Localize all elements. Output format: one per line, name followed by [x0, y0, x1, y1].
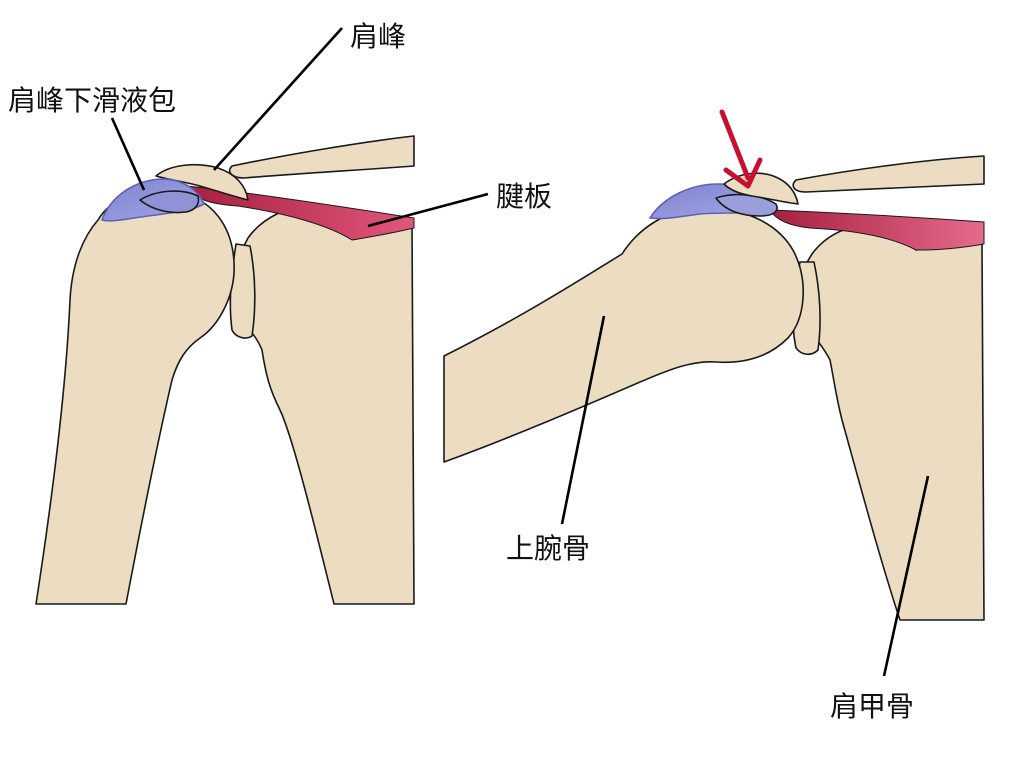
left-humerus-shape [35, 189, 235, 605]
humerus-leader [560, 315, 606, 525]
bursa-leader [110, 117, 146, 191]
right-scapula-shape [796, 223, 985, 621]
arrow-down-right-icon [719, 109, 763, 189]
acromion-leader [213, 27, 343, 171]
humerus-label: 上腕骨 [506, 532, 590, 565]
tendon-plate-label: 腱板 [496, 180, 552, 213]
subacromial-bursa-label: 肩峰下滑液包 [8, 84, 176, 117]
tendon-leader [367, 192, 489, 228]
scapula-leader [882, 475, 930, 677]
right-tendon-plate [769, 209, 985, 251]
left-shoulder-arm-down [35, 135, 415, 605]
left-greater-tubercle [139, 190, 200, 214]
acromion-label: 肩峰 [350, 20, 406, 53]
left-scapula-shape [229, 203, 415, 605]
scapula-label: 肩甲骨 [830, 690, 914, 723]
left-clavicle-shape [228, 135, 415, 179]
right-humerus-shape [443, 207, 804, 463]
left-acromion-shape [155, 163, 249, 201]
right-shoulder-arm-raised [443, 109, 985, 621]
right-clavicle-shape [792, 155, 985, 193]
